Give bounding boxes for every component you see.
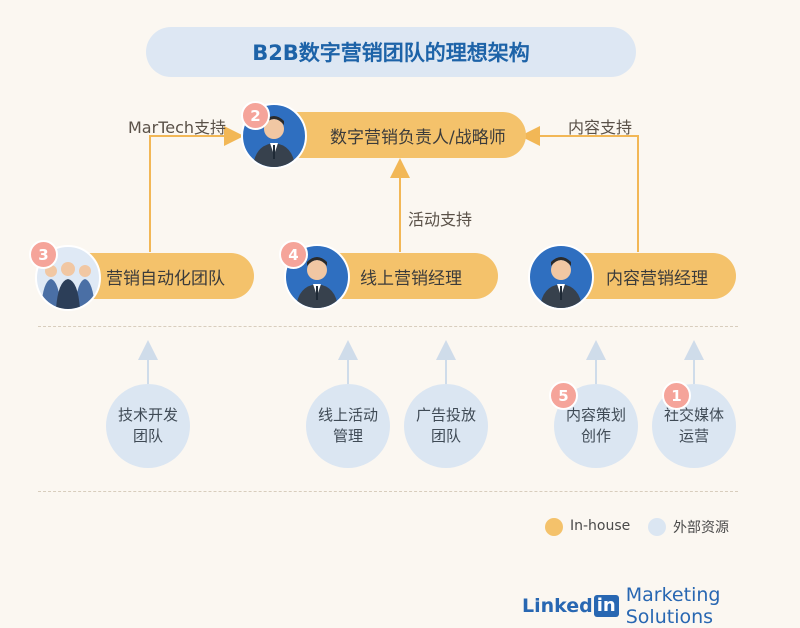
resource-label-line1: 技术开发 — [117, 406, 178, 424]
avatar — [528, 244, 594, 310]
node-label: 营销自动化团队 — [106, 268, 225, 289]
node-strategist: 数字营销负责人/战略师 — [268, 112, 526, 158]
edge-label-content: 内容支持 — [568, 118, 633, 137]
resource-tech-dev: 技术开发 团队 — [106, 384, 190, 468]
page-title: B2B数字营销团队的理想架构 — [146, 27, 636, 77]
legend-external-swatch — [648, 518, 666, 536]
logo-in-box: in — [593, 595, 619, 617]
resource-online-events: 线上活动 管理 — [306, 384, 390, 468]
resource-label-line2: 团队 — [430, 427, 461, 445]
resource-label-line1: 广告投放 — [415, 406, 476, 424]
resource-label-line1: 线上活动 — [317, 406, 378, 424]
logo-suffix: Marketing Solutions — [625, 584, 721, 628]
node-label: 线上营销经理 — [360, 268, 462, 289]
resource-label-line1: 内容策划 — [565, 406, 626, 424]
martech-arrow — [149, 126, 244, 252]
resource-label-line2: 团队 — [132, 427, 163, 445]
divider — [38, 491, 738, 492]
node-number-badge: 3 — [29, 240, 58, 269]
resource-label-line2: 运营 — [678, 427, 709, 445]
resource-label-line2: 管理 — [332, 427, 363, 445]
node-number-badge: 2 — [241, 101, 270, 130]
resource-number-badge: 5 — [549, 381, 578, 410]
legend-external-label: 外部资源 — [673, 520, 729, 536]
resource-ad-team: 广告投放 团队 — [404, 384, 488, 468]
resource-label-line2: 创作 — [580, 427, 611, 445]
resource-number-badge: 1 — [662, 381, 691, 410]
edge-label-activity: 活动支持 — [408, 210, 473, 229]
logo-linked: Linked — [522, 595, 593, 617]
node-label: 数字营销负责人/战略师 — [330, 127, 506, 148]
legend-inhouse-swatch — [545, 518, 563, 536]
legend-inhouse-label: In-house — [570, 518, 631, 534]
edge-label-martech: MarTech支持 — [128, 118, 227, 137]
linkedin-logo: Linked in Marketing Solutions — [522, 584, 800, 628]
resource-label-line1: 社交媒体 — [663, 406, 724, 424]
divider — [38, 326, 738, 327]
node-number-badge: 4 — [279, 240, 308, 269]
node-label: 内容营销经理 — [606, 268, 708, 289]
content-arrow — [520, 126, 639, 252]
avatar — [284, 244, 350, 310]
